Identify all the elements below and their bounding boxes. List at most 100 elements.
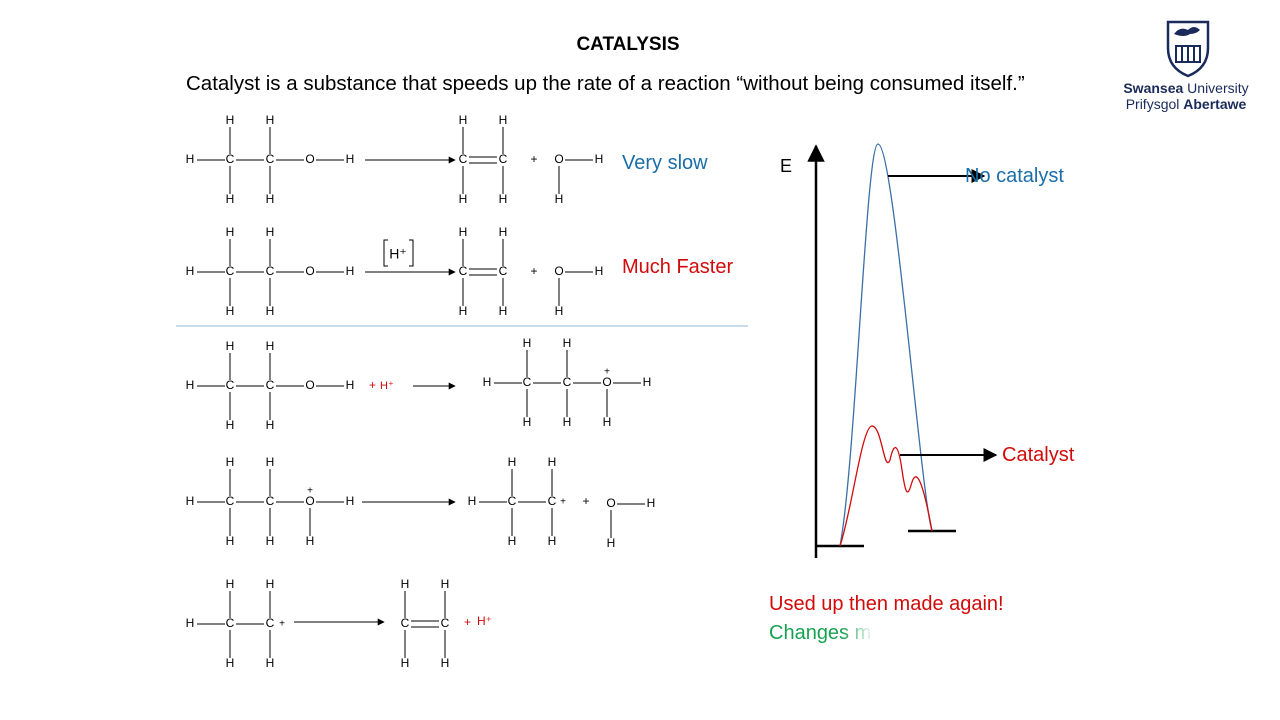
used-up-note: Used up then made again! [769, 593, 1004, 615]
logo-text-line2: Prifysgol Abertawe [1125, 96, 1247, 112]
svg-text:O: O [554, 152, 563, 166]
svg-text:H: H [186, 616, 195, 630]
svg-text:H: H [459, 304, 468, 318]
logo-text-line1: Swansea University [1123, 80, 1249, 96]
slide-subtitle: Catalyst is a substance that speeds up t… [186, 72, 1025, 95]
svg-text:H: H [595, 264, 604, 278]
svg-text:H: H [647, 496, 656, 510]
ethene-molecule-row2 [462, 239, 504, 306]
svg-text:H: H [499, 304, 508, 318]
svg-text:C: C [523, 375, 532, 389]
svg-text:H: H [548, 534, 557, 548]
protonated-ethanol-step2 [197, 469, 344, 536]
svg-text:O: O [305, 494, 314, 508]
svg-text:+: + [560, 497, 566, 508]
svg-text:H: H [306, 534, 315, 548]
proton-label-step3: H⁺ [477, 614, 492, 628]
svg-text:C: C [401, 616, 410, 630]
svg-text:+: + [464, 615, 471, 629]
svg-text:H: H [563, 336, 572, 350]
water-molecule-row1: O H H [554, 152, 603, 206]
water-molecule-step2: O H H [606, 496, 655, 550]
svg-text:H: H [607, 536, 616, 550]
svg-text:C: C [266, 152, 275, 166]
svg-text:H: H [499, 225, 508, 239]
svg-text:O: O [554, 264, 563, 278]
svg-text:H: H [266, 225, 275, 239]
svg-text:H: H [266, 418, 275, 432]
svg-text:H: H [523, 415, 532, 429]
svg-text:H: H [401, 656, 410, 670]
svg-text:+: + [530, 264, 537, 278]
svg-text:H: H [266, 455, 275, 469]
svg-text:H: H [226, 225, 235, 239]
svg-text:+: + [530, 152, 537, 166]
svg-text:H: H [266, 192, 275, 206]
svg-text:C: C [226, 152, 235, 166]
svg-text:+: + [604, 367, 610, 378]
svg-text:H: H [441, 577, 450, 591]
ethene-molecule-step3 [404, 591, 446, 658]
svg-text:H: H [459, 192, 468, 206]
ethanol-molecule-row2 [197, 239, 344, 306]
changes-note: Changes m [769, 622, 872, 644]
svg-text:H: H [563, 415, 572, 429]
svg-text:O: O [602, 375, 611, 389]
svg-text:C: C [499, 152, 508, 166]
svg-text:O: O [305, 264, 314, 278]
svg-text:+: + [369, 378, 376, 392]
svg-text:C: C [266, 616, 275, 630]
svg-text:H: H [441, 656, 450, 670]
svg-text:H: H [508, 455, 517, 469]
svg-text:H: H [459, 225, 468, 239]
svg-text:+: + [307, 486, 313, 497]
svg-text:C: C [459, 152, 468, 166]
svg-text:C: C [226, 264, 235, 278]
very-slow-label: Very slow [622, 152, 708, 174]
svg-text:H: H [595, 152, 604, 166]
catalyst-proton-label: H⁺ [389, 246, 407, 262]
svg-text:H: H [186, 152, 195, 166]
svg-text:C: C [499, 264, 508, 278]
svg-text:H: H [508, 534, 517, 548]
svg-text:C: C [548, 494, 557, 508]
svg-text:H: H [226, 534, 235, 548]
ethanol-molecule-row1 [197, 127, 344, 194]
reaction-schemes: H C C O H H H H H C C H H H H + O H H H C C O H H H H H H⁺ C… [176, 113, 748, 670]
svg-text:C: C [563, 375, 572, 389]
svg-text:H: H [346, 264, 355, 278]
svg-text:C: C [226, 494, 235, 508]
svg-text:C: C [266, 494, 275, 508]
svg-text:H: H [401, 577, 410, 591]
much-faster-label: Much Faster [622, 256, 734, 278]
svg-text:C: C [266, 264, 275, 278]
svg-text:H: H [186, 494, 195, 508]
svg-text:O: O [606, 496, 615, 510]
svg-text:H: H [499, 192, 508, 206]
svg-text:H: H [459, 113, 468, 127]
svg-text:H: H [226, 192, 235, 206]
catalyst-label: Catalyst [1002, 444, 1075, 466]
svg-text:H: H [266, 656, 275, 670]
svg-text:H: H [548, 455, 557, 469]
uncatalysed-curve [839, 143, 933, 547]
svg-text:H: H [186, 378, 195, 392]
proton-label-step1: H⁺ [380, 380, 394, 392]
svg-text:C: C [459, 264, 468, 278]
svg-text:O: O [305, 152, 314, 166]
svg-text:H: H [555, 192, 564, 206]
svg-text:C: C [266, 378, 275, 392]
svg-text:H: H [555, 304, 564, 318]
svg-text:H: H [266, 534, 275, 548]
svg-text:H: H [346, 494, 355, 508]
svg-text:H: H [226, 113, 235, 127]
svg-text:C: C [226, 616, 235, 630]
svg-text:H: H [266, 339, 275, 353]
svg-text:C: C [508, 494, 517, 508]
carbocation-step2 [479, 469, 553, 536]
energy-axis-label: E [780, 156, 792, 176]
svg-text:H: H [346, 378, 355, 392]
svg-text:C: C [441, 616, 450, 630]
catalyst-bracket [383, 239, 414, 267]
university-crest-icon [1166, 20, 1210, 78]
